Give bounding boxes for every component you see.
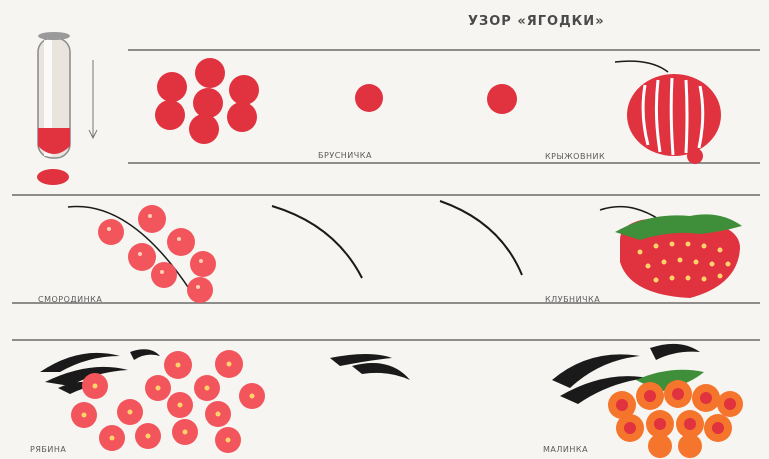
page-title: УЗОР «ЯГОДКИ» (468, 14, 605, 29)
raspberry-illustration (552, 344, 743, 458)
label-ryabina: РЯБИНА (30, 445, 66, 454)
brush-tube-illustration (37, 32, 70, 185)
rowan-berries (71, 350, 265, 453)
brush-stroke-2 (440, 201, 522, 275)
currant-illustration (68, 205, 216, 303)
paint-drop (37, 169, 69, 185)
label-malinka: МАЛИНКА (543, 445, 588, 454)
label-smorodinka: СМОРОДИНКА (38, 295, 102, 304)
leaf-stroke-small (330, 354, 410, 380)
gooseberry-illustration (615, 61, 721, 164)
single-berry-2 (487, 84, 517, 114)
label-klubnichka: КЛУБНИЧКА (545, 295, 600, 304)
label-kryzhovnik: КРЫЖОВНИК (545, 152, 605, 161)
brush-stroke-1 (272, 206, 362, 278)
single-berry-1 (355, 84, 383, 112)
strawberry-illustration (600, 207, 742, 298)
berry-cluster-row1 (155, 58, 259, 144)
down-arrow (89, 60, 97, 138)
label-brusnichka: БРУСНИЧКА (318, 151, 372, 160)
